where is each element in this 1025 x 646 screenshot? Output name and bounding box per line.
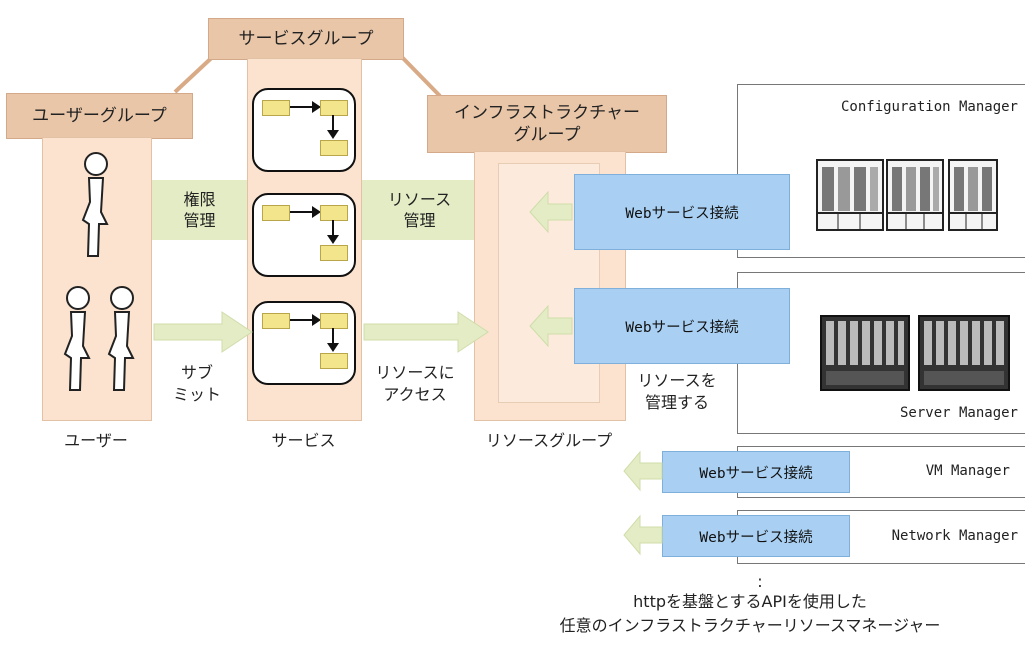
service-step-box (262, 100, 290, 116)
submit-line2: ミット (172, 385, 221, 404)
authority-line1: 権限 (183, 190, 216, 209)
service-card (252, 301, 356, 385)
arrow-left-icon (529, 190, 573, 234)
user-icon (81, 152, 109, 257)
service-card (252, 193, 356, 277)
server-manager-label: Server Manager (899, 405, 1018, 421)
arrow-left-icon (623, 450, 663, 492)
user-group-header: ユーザーグループ (6, 93, 193, 139)
manage-line2: 管理する (644, 393, 709, 412)
footer-line1: httpを基盤とするAPIを使用した (633, 592, 867, 611)
arrow-right-icon (290, 211, 316, 213)
server-rack-icon (820, 315, 910, 391)
web-service-connection: Webサービス接続 (574, 288, 790, 364)
network-manager-label: Network Manager (891, 528, 1018, 544)
web-service-connection: Webサービス接続 (662, 515, 850, 557)
resource-group-label: リソースグループ (485, 431, 613, 450)
configuration-manager-label: Configuration Manager (840, 99, 1018, 115)
storage-array-icon (886, 159, 944, 231)
arrow-right-icon (290, 106, 316, 108)
service-step-box (320, 353, 348, 369)
user-icon (63, 286, 91, 391)
infra-group-header: インフラストラクチャー グループ (427, 95, 667, 153)
submit-label: サブ ミット (162, 362, 232, 406)
arrow-left-icon (623, 514, 663, 556)
authority-line2: 管理 (183, 211, 216, 230)
service-step-box (320, 100, 348, 116)
access-label: リソースに アクセス (360, 362, 470, 406)
manage-resources-label: リソースを 管理する (622, 370, 732, 414)
access-line2: アクセス (383, 385, 447, 404)
arrow-down-icon (332, 328, 334, 346)
access-line1: リソースに (375, 363, 455, 382)
access-arrow-icon (363, 311, 489, 353)
arrow-down-icon (332, 220, 334, 238)
service-step-box (320, 140, 348, 156)
service-step-box (320, 205, 348, 221)
configuration-manager-box: Configuration Manager (737, 84, 1025, 258)
server-rack-icon (918, 315, 1010, 391)
user-column-label: ユーザー (64, 431, 128, 450)
service-step-box (320, 313, 348, 329)
infra-group-title-line2: グループ (513, 125, 581, 145)
service-group-header: サービスグループ (208, 18, 404, 60)
web-service-connection: Webサービス接続 (662, 451, 850, 493)
service-step-box (320, 245, 348, 261)
service-column-label: サービス (271, 431, 336, 450)
footer-line2: 任意のインフラストラクチャーリソースマネージャー (559, 616, 941, 635)
arrow-down-icon (332, 115, 334, 133)
storage-array-icon (816, 159, 884, 231)
service-card (252, 88, 356, 172)
arrow-left-icon (529, 304, 573, 348)
resource-mgmt-line1: リソース (387, 190, 452, 209)
resource-mgmt-line2: 管理 (403, 211, 436, 230)
vm-manager-label: VM Manager (925, 463, 1010, 479)
authority-management-band: 権限 管理 (152, 180, 247, 240)
submit-line1: サブ (180, 363, 213, 382)
submit-arrow-icon (153, 311, 253, 353)
web-service-connection: Webサービス接続 (574, 174, 790, 250)
manage-line1: リソースを (637, 371, 717, 390)
footer-ellipsis: : (757, 572, 763, 591)
infra-group-title-line1: インフラストラクチャー (454, 103, 640, 123)
user-icon (107, 286, 135, 391)
storage-array-icon (948, 159, 998, 231)
service-step-box (262, 313, 290, 329)
footer-note: httpを基盤とするAPIを使用した 任意のインフラストラクチャーリソースマネー… (480, 590, 1020, 638)
service-step-box (262, 205, 290, 221)
arrow-right-icon (290, 319, 316, 321)
resource-management-band: リソース 管理 (362, 180, 477, 240)
